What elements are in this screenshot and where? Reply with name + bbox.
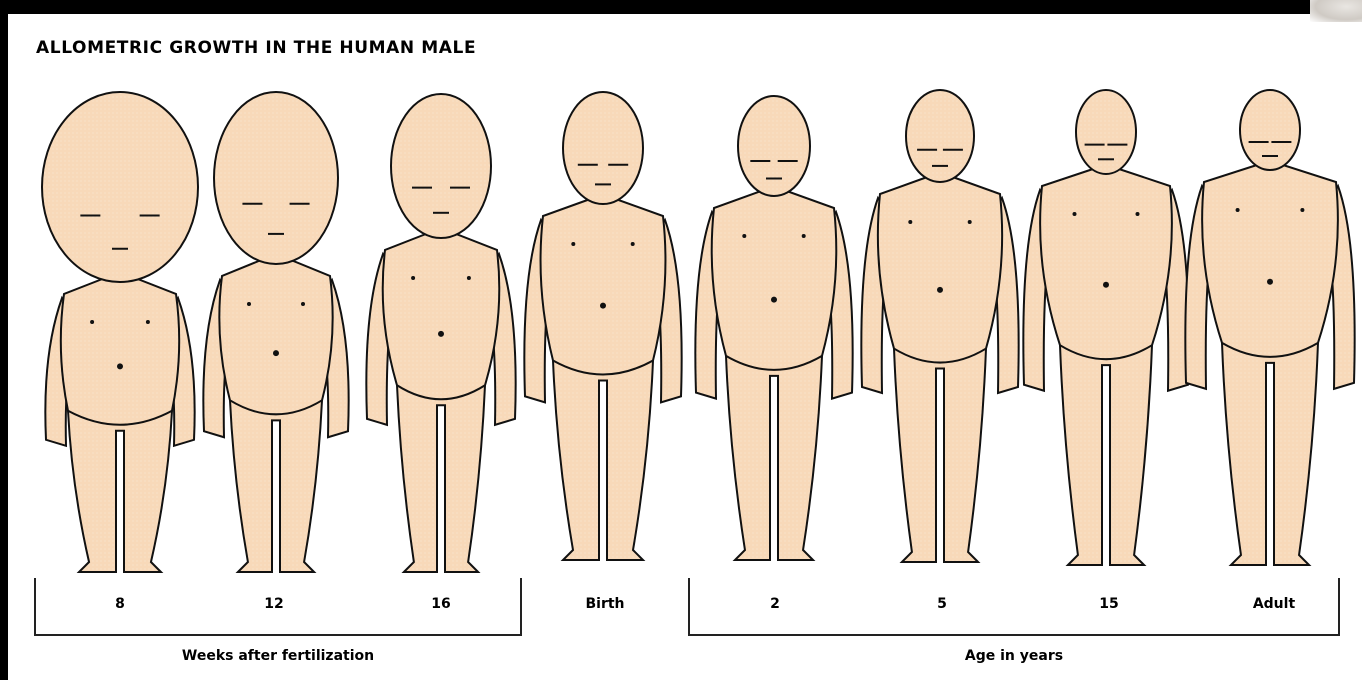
figure-2: [695, 96, 852, 560]
legs: [553, 360, 653, 560]
nipple-right: [802, 234, 806, 238]
figure-16: [366, 94, 515, 572]
torso: [1202, 164, 1338, 357]
nipple-right: [1136, 212, 1140, 216]
figure-adult: [1185, 90, 1354, 565]
head: [738, 96, 810, 196]
postnatal-caption: Age in years: [688, 648, 1340, 664]
navel: [273, 350, 279, 356]
torso: [878, 176, 1002, 363]
nipple-right: [968, 220, 972, 224]
head: [391, 94, 491, 238]
legs: [68, 411, 172, 572]
nipple-left: [742, 234, 746, 238]
figure-5: [861, 90, 1018, 562]
prenatal-bracket: [34, 578, 522, 636]
legs: [726, 356, 822, 560]
navel: [1103, 282, 1109, 288]
nipple-left: [571, 242, 575, 246]
torso: [1040, 168, 1172, 359]
nipple-left: [90, 320, 94, 324]
figure-birth: [524, 92, 681, 560]
torso: [61, 276, 179, 425]
navel: [937, 287, 943, 293]
nipple-right: [1300, 208, 1304, 212]
head: [1240, 90, 1300, 170]
navel: [1267, 279, 1273, 285]
figure-12: [203, 92, 348, 572]
head: [906, 90, 974, 182]
navel: [771, 297, 777, 303]
torso: [712, 190, 837, 370]
nipple-right: [146, 320, 150, 324]
nipple-right: [467, 276, 471, 280]
postnatal-bracket: [688, 578, 1340, 636]
prenatal-caption: Weeks after fertilization: [34, 648, 522, 664]
nipple-right: [301, 302, 305, 306]
nipple-left: [1073, 212, 1077, 216]
torso: [383, 232, 500, 399]
head: [1076, 90, 1136, 174]
nipple-left: [1236, 208, 1240, 212]
figure-8: [42, 92, 198, 572]
nipple-right: [631, 242, 635, 246]
nipple-left: [411, 276, 415, 280]
legs: [894, 349, 986, 562]
head: [563, 92, 643, 204]
legs: [1060, 345, 1152, 565]
figure-15: [1023, 90, 1188, 565]
head: [214, 92, 338, 264]
navel: [117, 363, 123, 369]
legs: [1222, 343, 1318, 565]
nipple-left: [908, 220, 912, 224]
torso: [541, 198, 666, 374]
torso: [219, 258, 332, 414]
head: [42, 92, 198, 282]
navel: [438, 331, 444, 337]
nipple-left: [247, 302, 251, 306]
navel: [600, 303, 606, 309]
legs: [397, 385, 485, 572]
legs: [230, 400, 322, 572]
figure-label-birth: Birth: [535, 596, 675, 612]
